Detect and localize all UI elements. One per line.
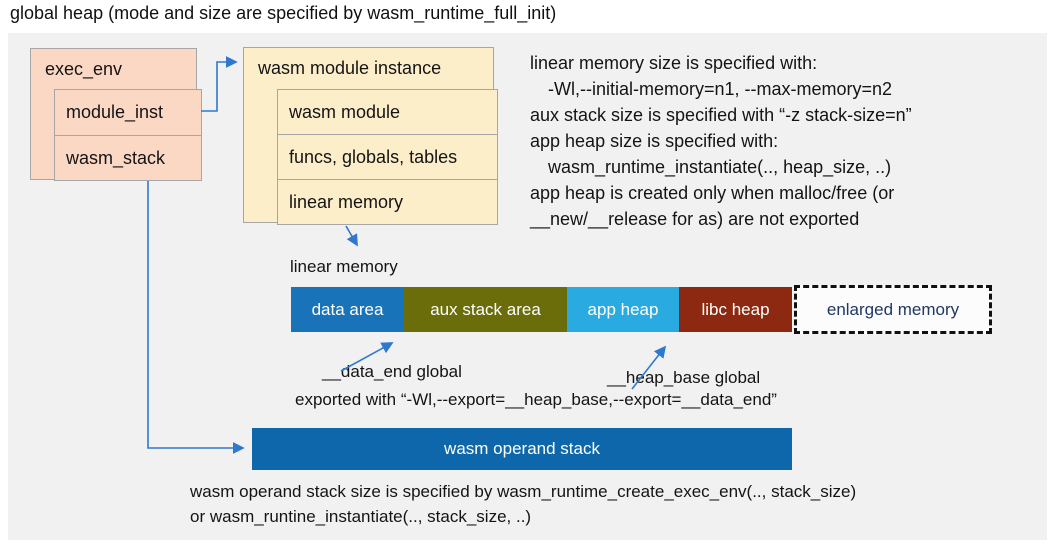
exec-env-box: exec_env module_inst wasm_stack [30,48,202,181]
wasm-module-label: wasm module [289,102,401,122]
heap-base-label: __heap_base global [607,368,761,387]
footer-line: wasm operand stack size is specified by … [190,482,857,501]
linear-memory-bar: data area aux stack area app heap libc h… [291,287,792,332]
linear-memory-row-label: linear memory [289,192,404,212]
diagram-title: global heap (mode and size are specified… [10,3,557,23]
module-inst-box: module_inst [54,89,202,136]
wasm-stack-label: wasm_stack [66,148,166,168]
row-linear-memory: linear memory [277,179,498,225]
note-line: -Wl,--initial-memory=n1, --max-memory=n2 [548,79,893,99]
footer-note: wasm operand stack size is specified by … [190,479,856,529]
footer-line: or wasm_runtine_instantiate(.., stack_si… [190,507,532,526]
wasm-stack-box: wasm_stack [54,135,202,181]
funcs-globals-tables-label: funcs, globals, tables [289,147,458,167]
note-line: app heap is created only when malloc/fre… [530,183,895,203]
segment-app-heap: app heap [567,287,679,332]
linear-memory-label: linear memory [290,257,398,276]
data-end-label: __data_end global [322,362,462,381]
note-line: aux stack size is specified with “-z sta… [530,105,912,125]
note-line: linear memory size is specified with: [530,53,818,73]
row-funcs-globals-tables: funcs, globals, tables [277,134,498,180]
segment-enlarged-memory: enlarged memory [794,285,992,334]
row-wasm-module: wasm module [277,89,498,135]
operand-stack-bar: wasm operand stack [252,428,792,470]
module-instance-title: wasm module instance [258,58,442,78]
note-line: app heap size is specified with: [530,131,779,151]
segment-data-area: data area [291,287,404,332]
notes-block: linear memory size is specified with: -W… [530,50,912,232]
segment-libc-heap: libc heap [679,287,792,332]
exec-env-title: exec_env [45,59,123,79]
note-line: __new/__release for as) are not exported [530,209,860,229]
segment-aux-stack-area: aux stack area [404,287,567,332]
export-note: exported with “-Wl,--export=__heap_base,… [295,390,777,409]
module-inst-label: module_inst [66,102,164,122]
module-instance-box: wasm module instance wasm module funcs, … [243,47,498,225]
note-line: wasm_runtime_instantiate(.., heap_size, … [548,157,892,177]
